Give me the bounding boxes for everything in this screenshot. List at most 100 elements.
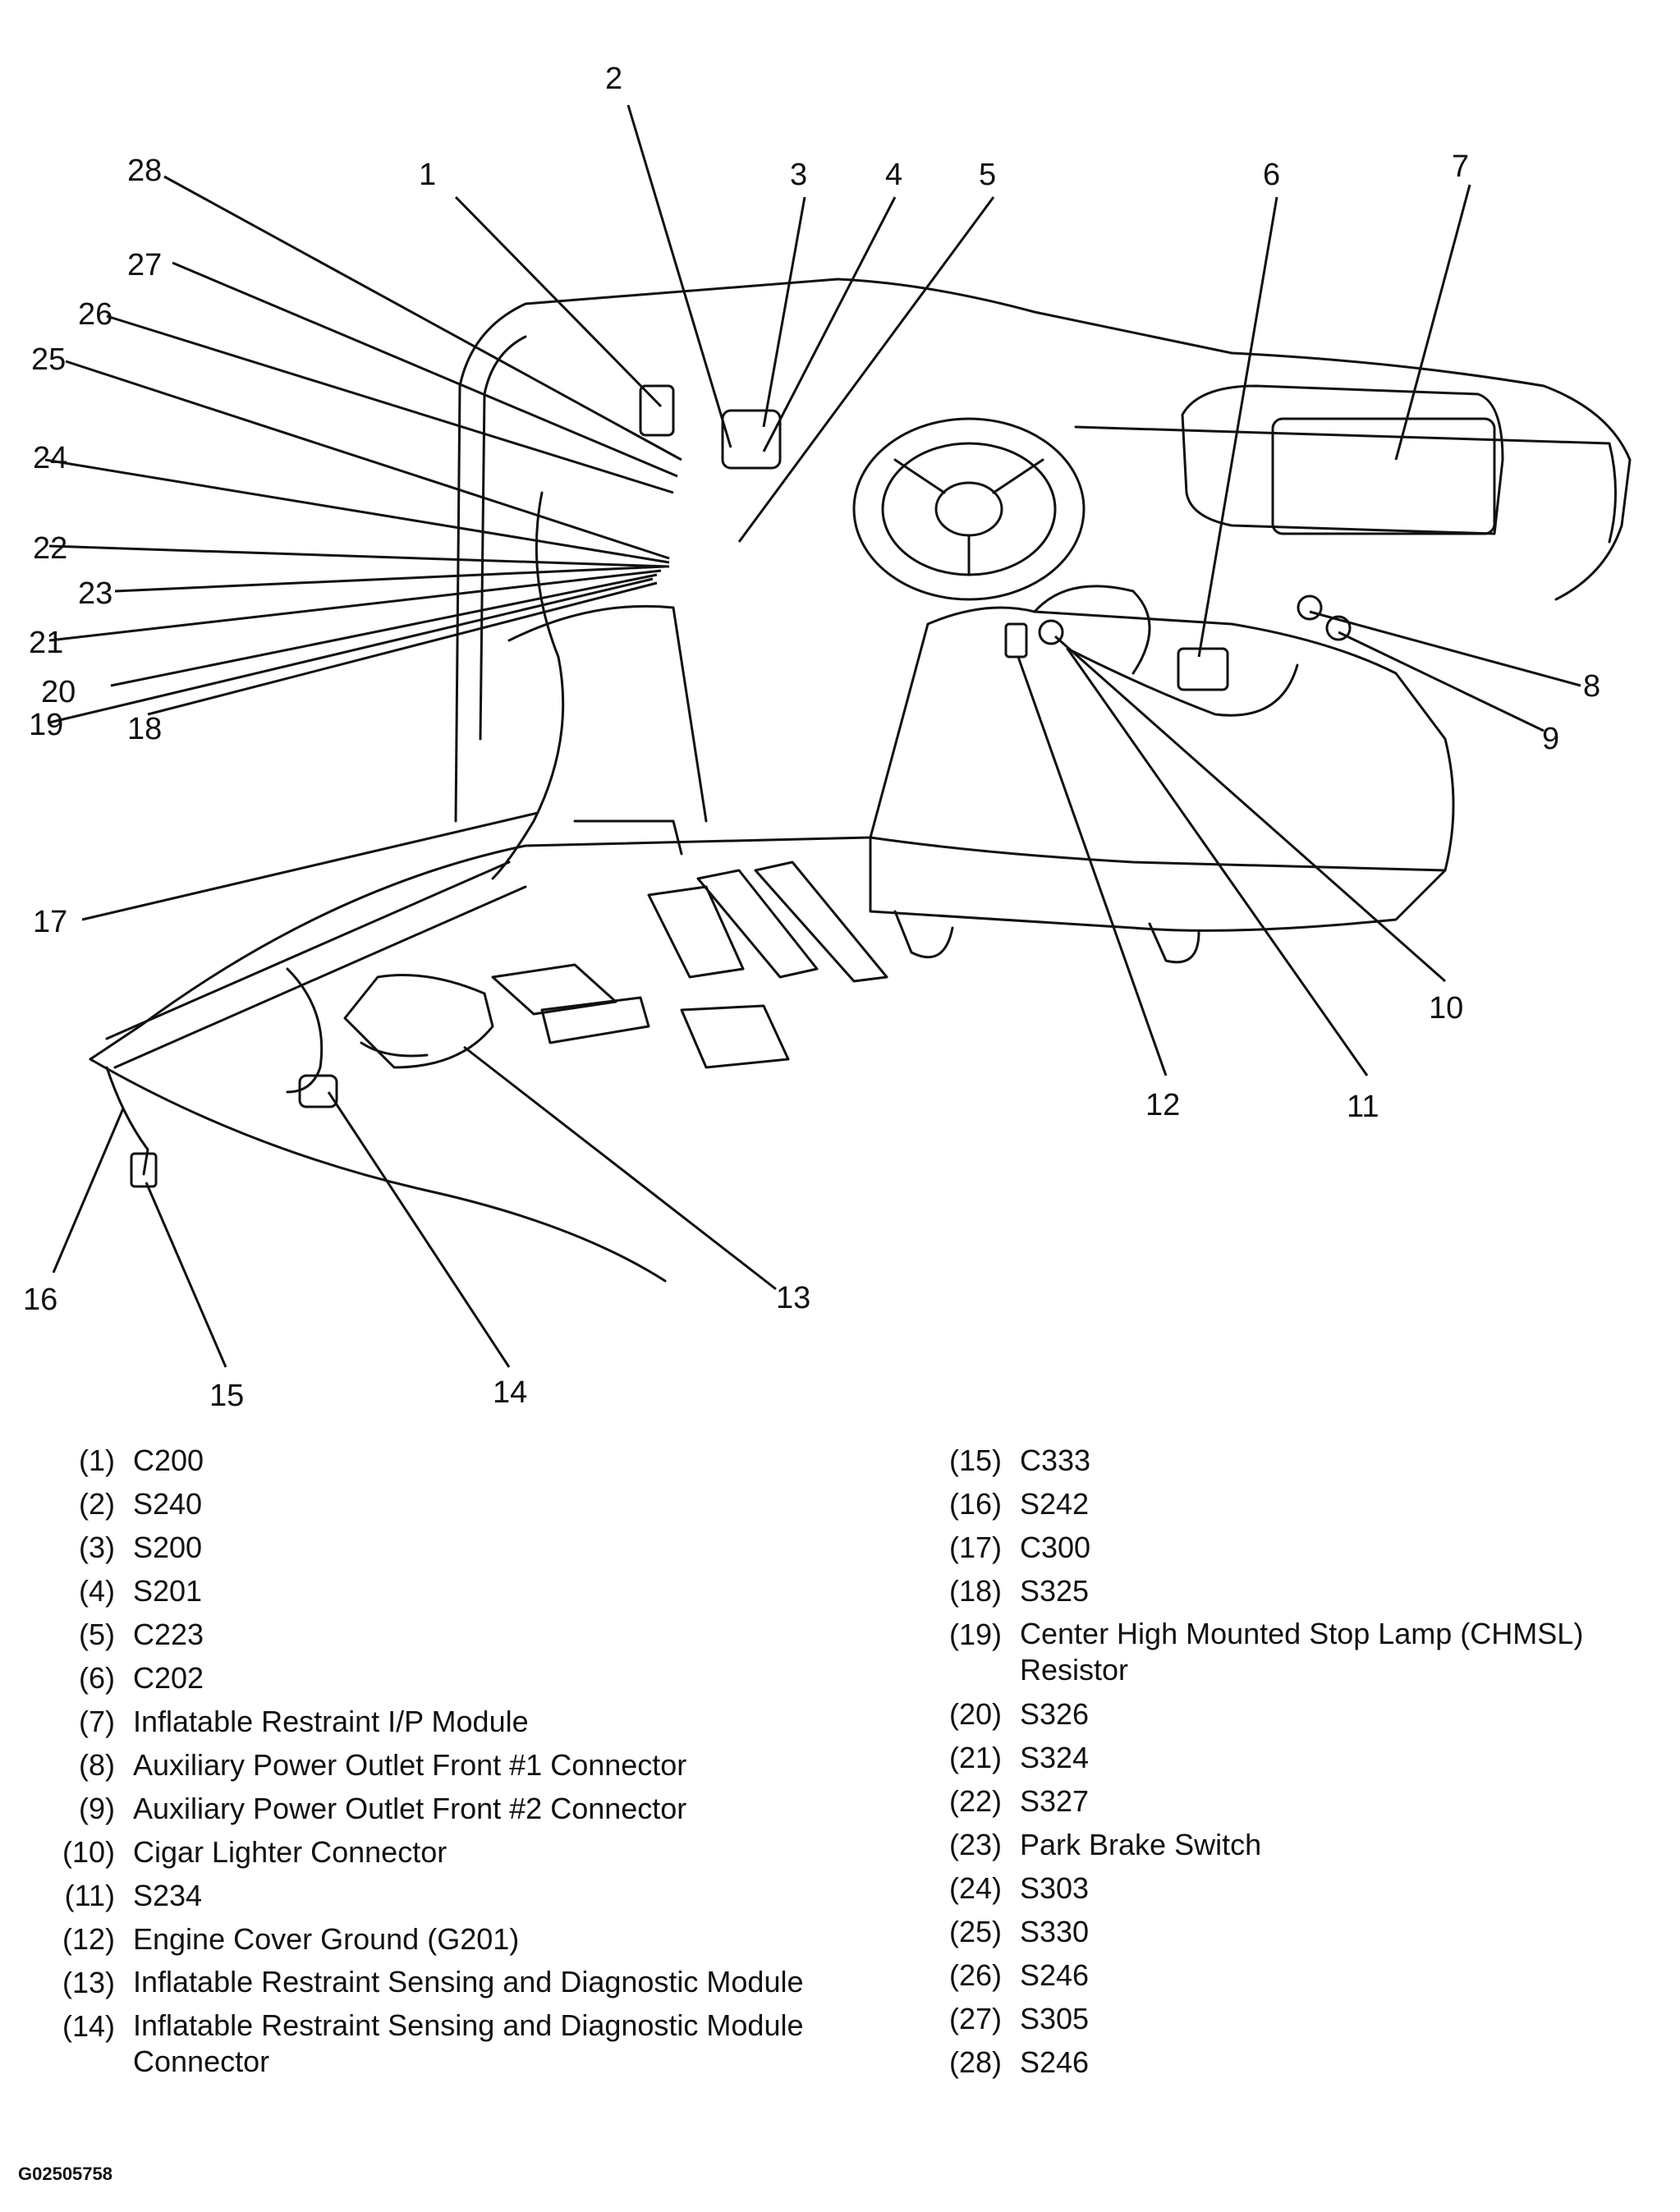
legend-label: S201 bbox=[133, 1574, 203, 1608]
legend-number: (25) bbox=[948, 1915, 1002, 1948]
legend-item: (16)S242 bbox=[911, 1482, 1667, 1526]
legend-label: S234 bbox=[133, 1879, 203, 1912]
legend-number: (28) bbox=[948, 2045, 1002, 2079]
legend-item: (3)S200 bbox=[25, 1526, 829, 1569]
steering-wheel bbox=[852, 417, 1086, 601]
callout-18: 18 bbox=[127, 712, 162, 746]
legend-item: (27) S305 bbox=[911, 1997, 1667, 2040]
legend-item: (1)C200 bbox=[25, 1439, 829, 1482]
callout-21: 21 bbox=[29, 626, 63, 660]
legend-label: S327 bbox=[1020, 1784, 1090, 1818]
legend-number: (10) bbox=[62, 1835, 115, 1869]
legend-number: (22) bbox=[948, 1784, 1002, 1818]
legend-number: (26) bbox=[948, 1958, 1002, 1992]
legend-label: Inflatable Restraint I/P Module bbox=[133, 1705, 529, 1738]
callout-27: 27 bbox=[127, 248, 162, 282]
component-location-diagram: 1 2 3 4 5 6 7 8 9 10 11 12 13 14 15 16 1… bbox=[23, 62, 1632, 1413]
engine-cover bbox=[869, 606, 1455, 932]
legend-item: (4)S201 bbox=[25, 1569, 829, 1613]
legend-item: (12) Engine Cover Ground (G201) bbox=[25, 1917, 829, 1961]
legend-number: (12) bbox=[62, 1922, 115, 1956]
legend-label: S326 bbox=[1020, 1697, 1090, 1731]
legend-label: Auxiliary Power Outlet Front #1 Connecto… bbox=[133, 1748, 687, 1782]
callout-19: 19 bbox=[29, 708, 63, 742]
legend-item: (5)C223 bbox=[25, 1613, 829, 1656]
legend-number: (23) bbox=[948, 1828, 1002, 1861]
callout-26: 26 bbox=[78, 297, 112, 332]
legend-number: (13) bbox=[62, 1966, 115, 1999]
legend-item: (7) Inflatable Restraint I/P Module bbox=[25, 1700, 829, 1743]
legend-label: Inflatable Restraint Sensing and Diagnos… bbox=[133, 2008, 804, 2078]
callout-7: 7 bbox=[1452, 149, 1469, 184]
legend-number: (20) bbox=[948, 1697, 1002, 1731]
callout-14: 14 bbox=[493, 1375, 527, 1410]
legend-number: (7) bbox=[79, 1705, 115, 1738]
legend-number: (6) bbox=[79, 1661, 115, 1695]
legend-label: S240 bbox=[133, 1487, 203, 1521]
callout-5: 5 bbox=[979, 158, 996, 192]
legend-label: S200 bbox=[133, 1531, 203, 1564]
callout-22: 22 bbox=[33, 531, 67, 566]
legend-label: S246 bbox=[1020, 1958, 1090, 1992]
legend-label: Center High Mounted Stop Lamp (CHMSL) Re… bbox=[1020, 1617, 1584, 1687]
legend-number: (17) bbox=[948, 1531, 1002, 1564]
legend-number: (27) bbox=[948, 2002, 1002, 2035]
legend-number: (19) bbox=[948, 1618, 1002, 1651]
legend-item: (8) Auxiliary Power Outlet Front #1 Conne… bbox=[25, 1743, 829, 1787]
legend-item: (26) S246 bbox=[911, 1953, 1667, 1997]
legend-number: (2) bbox=[79, 1487, 115, 1521]
legend-item: (19) Center High Mounted Stop Lamp (CHMSL… bbox=[911, 1613, 1667, 1692]
legend-label: Cigar Lighter Connector bbox=[133, 1835, 448, 1869]
legend-item: (2) S240 bbox=[25, 1482, 829, 1526]
callout-1: 1 bbox=[419, 158, 436, 192]
callout-8: 8 bbox=[1583, 669, 1600, 704]
legend-label: S330 bbox=[1020, 1915, 1090, 1948]
legend-item: (18)S325 bbox=[911, 1569, 1667, 1613]
legend-item: (13) Inflatable Restraint Sensing and Dia… bbox=[25, 1961, 829, 2004]
legend-label: C333 bbox=[1020, 1443, 1091, 1477]
legend-item: (14) Inflatable Restraint Sensing and Dia… bbox=[25, 2004, 829, 2084]
legend-label: S324 bbox=[1020, 1741, 1090, 1774]
instrument-panel-outline bbox=[454, 278, 1632, 823]
callout-2: 2 bbox=[605, 62, 622, 96]
legend-number: (21) bbox=[948, 1741, 1002, 1774]
callout-10: 10 bbox=[1429, 991, 1463, 1026]
callout-13: 13 bbox=[776, 1281, 810, 1315]
legend-number: (14) bbox=[62, 2009, 115, 2043]
callout-16: 16 bbox=[23, 1283, 57, 1317]
legend-label: C202 bbox=[133, 1661, 204, 1695]
legend-item: (20) S326 bbox=[911, 1692, 1667, 1736]
legend-label: Inflatable Restraint Sensing and Diagnos… bbox=[133, 1965, 804, 1999]
legend-item: (28) S246 bbox=[911, 2040, 1667, 2084]
wire-harness bbox=[491, 491, 565, 880]
legend-number: (1) bbox=[79, 1443, 115, 1477]
callout-11: 11 bbox=[1347, 1090, 1379, 1124]
legend-item: (6) C202 bbox=[25, 1656, 829, 1700]
callout-24: 24 bbox=[33, 441, 67, 475]
sdm-module bbox=[343, 974, 494, 1069]
legend-item: (25) S330 bbox=[911, 1910, 1667, 1953]
legend-number: (18) bbox=[948, 1574, 1002, 1608]
legend-label: S242 bbox=[1020, 1487, 1090, 1521]
legend-number: (24) bbox=[948, 1871, 1002, 1905]
callout-23: 23 bbox=[78, 576, 112, 611]
legend-item: (22) S327 bbox=[911, 1779, 1667, 1823]
figure-id: G02505758 bbox=[18, 2164, 112, 2184]
callout-3: 3 bbox=[790, 158, 807, 192]
legend-number: (15) bbox=[948, 1443, 1002, 1477]
floor-outline bbox=[89, 836, 872, 1061]
legend-item: (23) Park Brake Switch bbox=[911, 1823, 1667, 1866]
legend-number: (9) bbox=[79, 1792, 115, 1825]
legend-label: Park Brake Switch bbox=[1020, 1828, 1262, 1861]
legend-label: S246 bbox=[1020, 2045, 1090, 2079]
legend-item: (10) Cigar Lighter Connector bbox=[25, 1830, 829, 1874]
legend-item: (17)C300 bbox=[911, 1526, 1667, 1569]
legend-label: S305 bbox=[1020, 2002, 1090, 2035]
legend-number: (8) bbox=[79, 1748, 115, 1782]
legend-item: (15) C333 bbox=[911, 1439, 1667, 1482]
callout-20: 20 bbox=[41, 675, 76, 709]
legend-left: (1)C200 (2)S240 (3)S200 (4)S201 (5)C223 … bbox=[25, 1439, 829, 2084]
legend-item: (11)S234 bbox=[25, 1874, 829, 1917]
legend-label: Engine Cover Ground (G201) bbox=[133, 1922, 520, 1956]
callout-12: 12 bbox=[1145, 1088, 1180, 1122]
